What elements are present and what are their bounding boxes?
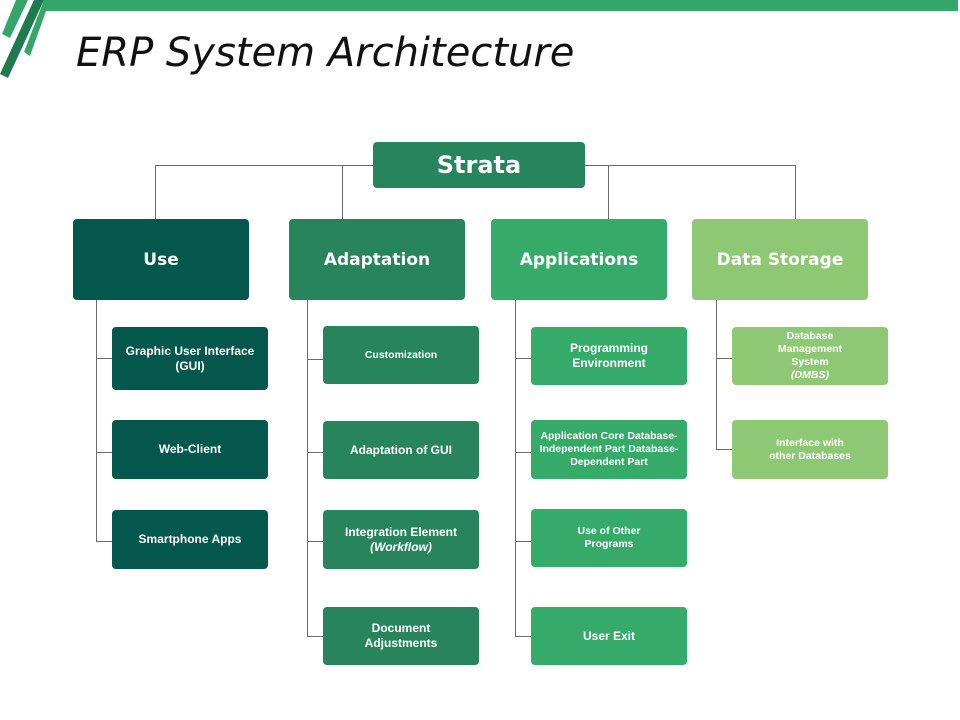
connector-adaptation <box>342 165 343 219</box>
spine-data-storage <box>716 300 717 449</box>
branch <box>96 541 112 542</box>
node-dbms: Database Management System(DMBS) <box>732 327 888 385</box>
node-label: User Exit <box>582 628 636 643</box>
node-user-exit: User Exit <box>531 607 687 665</box>
node-label: Interface with other Databases <box>769 436 851 462</box>
node-label: Use of Other Programs <box>577 525 641 550</box>
node-smartphone-apps: Smartphone Apps <box>112 510 268 569</box>
node-integration-element: Integration Element(Workflow) <box>323 510 479 569</box>
header-accent-bar <box>46 0 958 11</box>
node-label: Adaptation of GUI <box>350 442 452 457</box>
branch <box>307 359 323 360</box>
spine-use <box>96 300 97 541</box>
node-label-italic: (Workflow) <box>370 539 432 554</box>
node-label: Integration Element <box>344 524 457 539</box>
category-adaptation: Adaptation <box>289 219 465 300</box>
node-document-adjustments: Document Adjustments <box>323 607 479 665</box>
stripe-light <box>2 0 28 38</box>
node-label: Database Management System <box>777 330 843 368</box>
branch <box>307 541 323 542</box>
node-interface-other-databases: Interface with other Databases <box>732 420 888 479</box>
branch <box>515 358 531 359</box>
node-label: Smartphone Apps <box>138 532 242 546</box>
node-label: Application Core Database- Independent P… <box>539 430 679 468</box>
branch <box>307 452 323 453</box>
node-label: Graphic User Interface (GUI) <box>125 343 255 373</box>
node-programming-environment: Programming Environment <box>531 327 687 385</box>
category-applications: Applications <box>491 219 667 300</box>
node-label: Customization <box>364 348 438 361</box>
node-label-italic: (DMBS) <box>791 369 829 381</box>
page-title: ERP System Architecture <box>76 30 575 76</box>
node-customization: Customization <box>323 326 479 384</box>
spine-applications <box>515 300 516 636</box>
node-web-client: Web-Client <box>112 420 268 479</box>
stripe-mid <box>24 0 50 56</box>
branch <box>96 358 112 359</box>
branch <box>307 636 323 637</box>
connector-applications <box>608 165 609 219</box>
branch <box>515 636 531 637</box>
branch <box>716 449 732 450</box>
category-data-storage: Data Storage <box>692 219 868 300</box>
node-gui: Graphic User Interface (GUI) <box>112 327 268 390</box>
spine-adaptation <box>307 300 308 636</box>
branch <box>716 358 732 359</box>
root-node-strata: Strata <box>373 142 585 188</box>
branch <box>96 452 112 453</box>
node-adaptation-of-gui: Adaptation of GUI <box>323 421 479 479</box>
node-use-of-other-programs: Use of Other Programs <box>531 509 687 567</box>
connector-use <box>155 165 156 219</box>
corner-stripes-decoration <box>0 0 50 78</box>
node-application-core: Application Core Database- Independent P… <box>531 420 687 479</box>
stripe-dark <box>0 0 44 78</box>
node-label: Web-Client <box>158 442 222 456</box>
branch <box>515 452 531 453</box>
node-label: Programming Environment <box>569 341 648 370</box>
connector-data-storage <box>795 165 796 219</box>
category-use: Use <box>73 219 249 300</box>
branch <box>515 541 531 542</box>
node-label: Document Adjustments <box>364 621 438 650</box>
